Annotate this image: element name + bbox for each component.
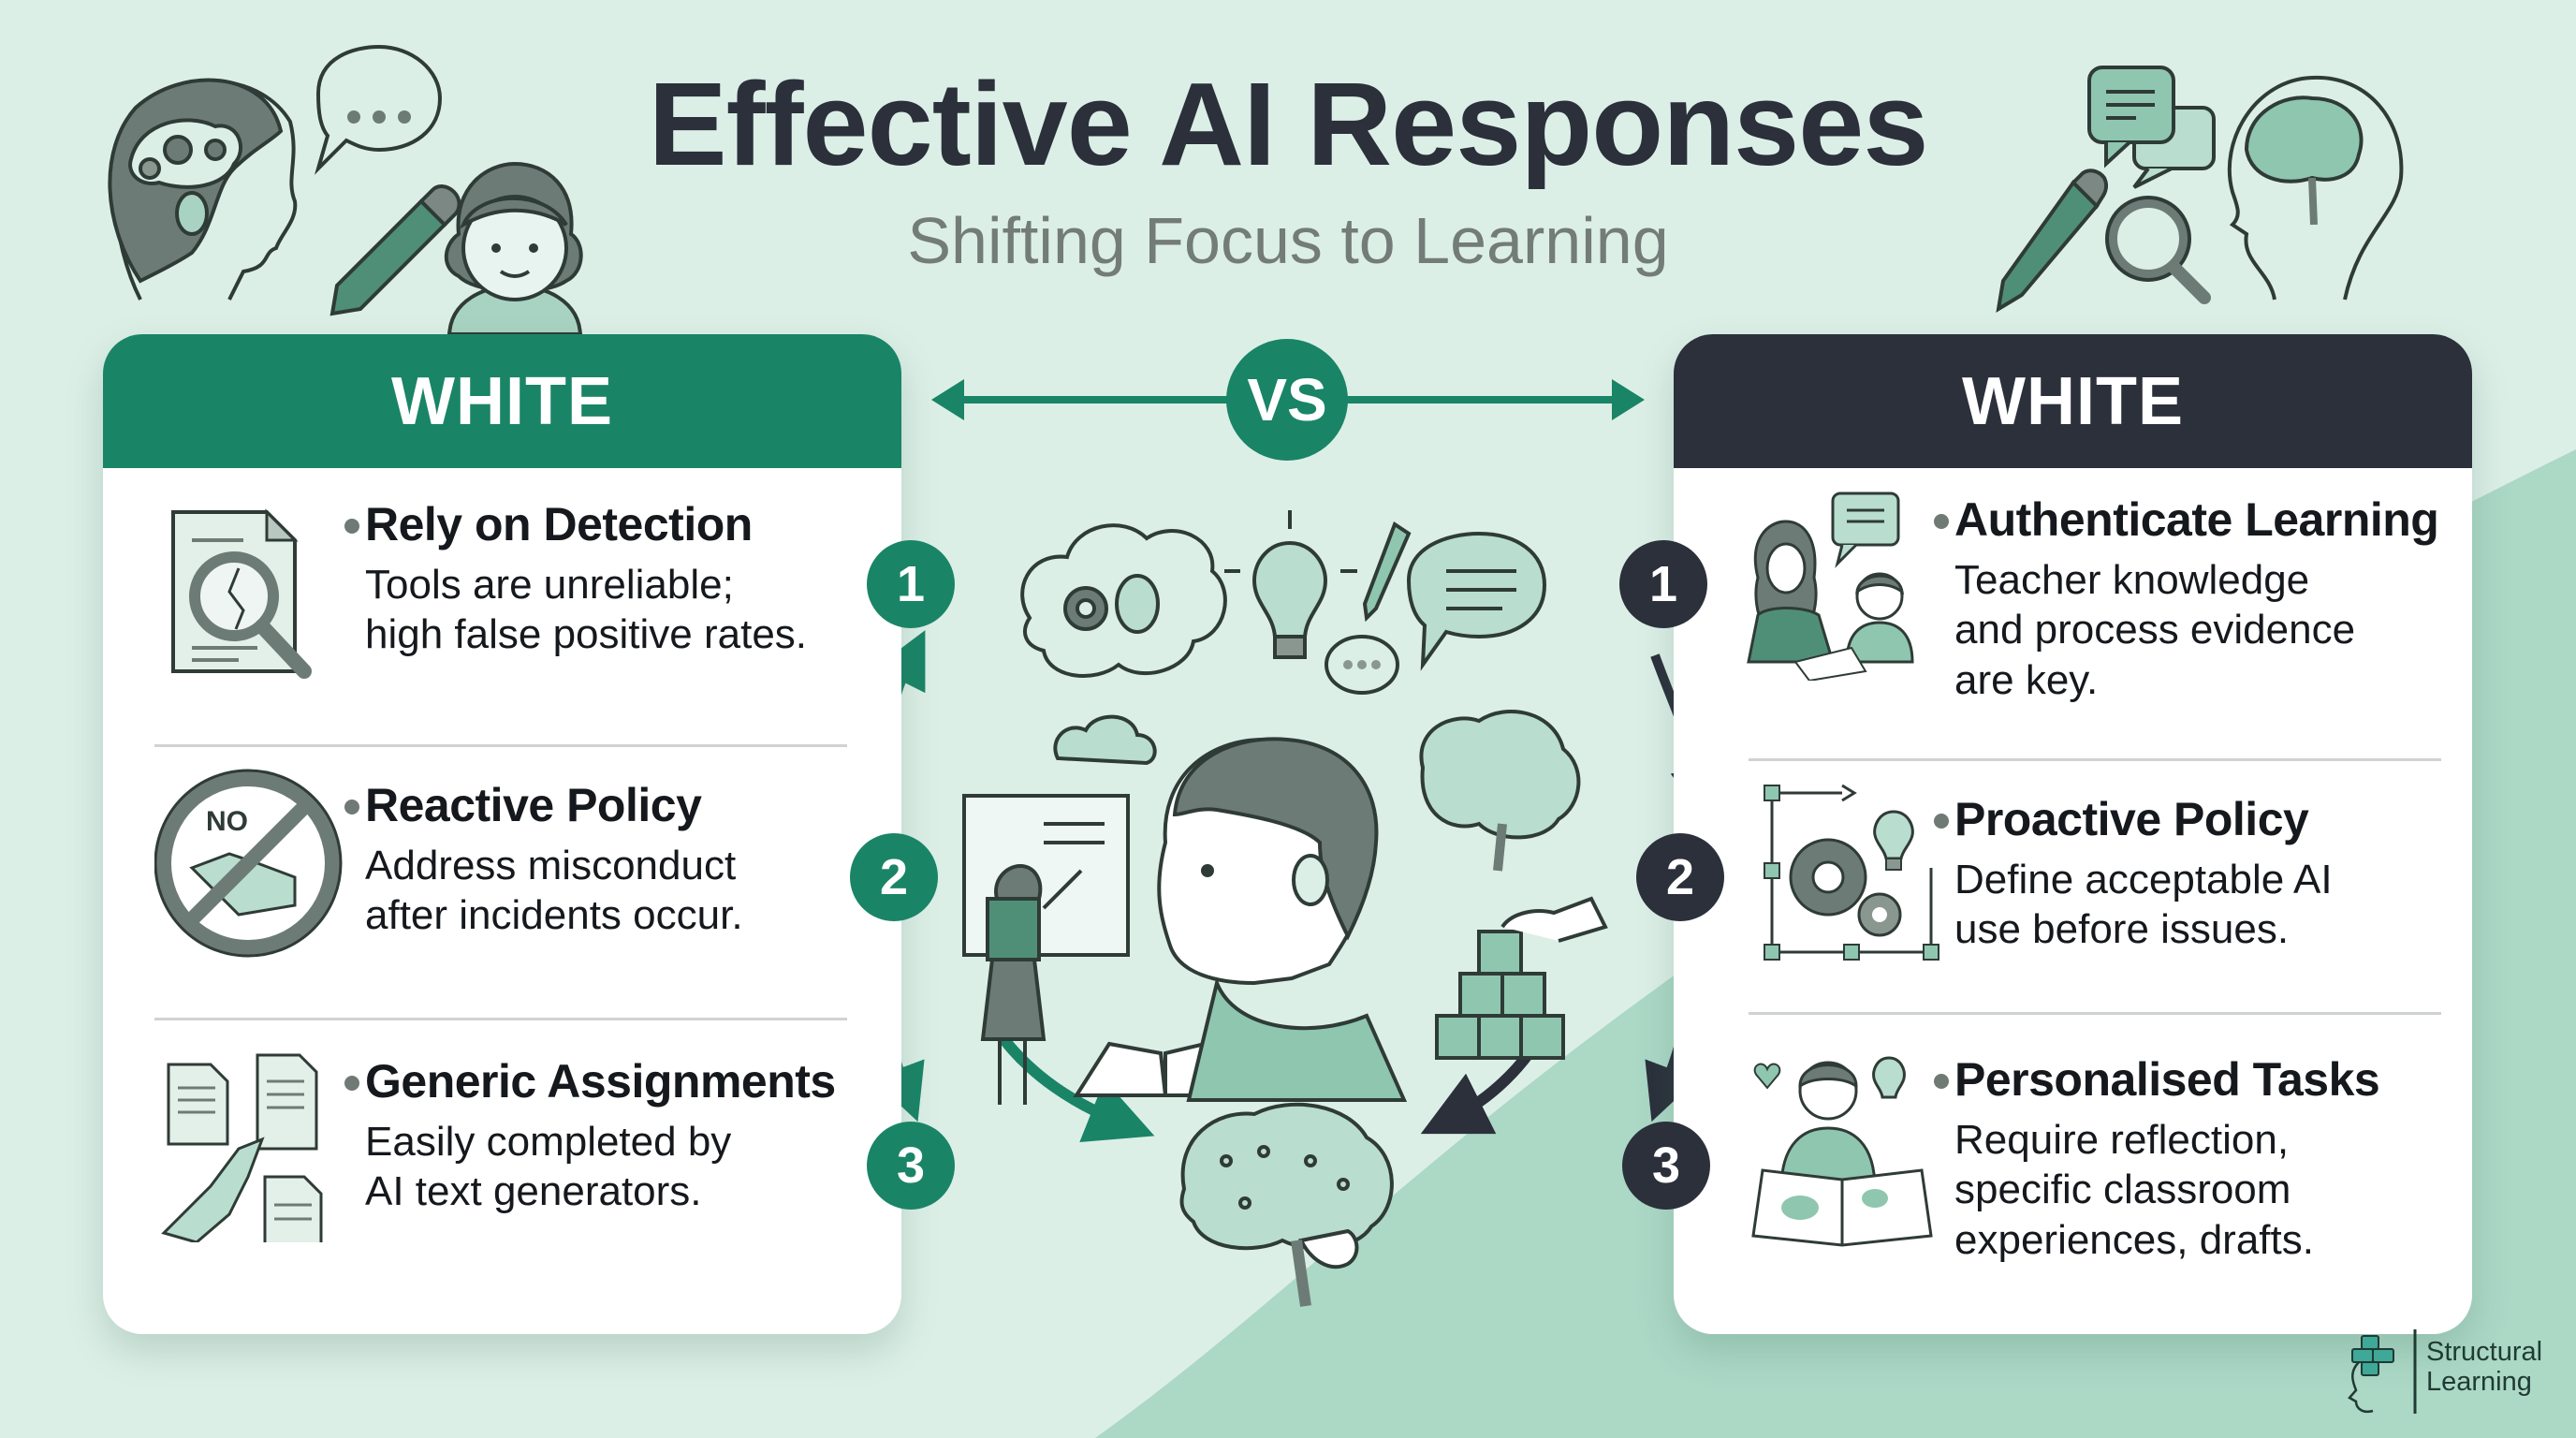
bullet-dot	[344, 519, 359, 534]
item-body-line: Define acceptable AI	[1954, 856, 2333, 902]
right-item-3-text: Personalised Tasks Require reflection, s…	[1934, 1053, 2444, 1266]
item-title: Personalised Tasks	[1954, 1053, 2380, 1106]
document-magnifier-icon	[171, 508, 312, 679]
robot-hand-documents-icon	[161, 1053, 323, 1242]
svg-text:NO: NO	[206, 806, 248, 837]
item-body-line: Teacher knowledge	[1954, 556, 2310, 603]
structural-learning-logo-icon	[2348, 1329, 2417, 1414]
right-item-1-text: Authenticate Learning Teacher knowledge …	[1934, 493, 2444, 706]
left-item-1-text: Rely on Detection Tools are unreliable; …	[344, 498, 873, 660]
item-title: Generic Assignments	[365, 1055, 836, 1108]
item-body-line: after incidents occur.	[365, 892, 743, 939]
page-title: Effective AI Responses	[648, 58, 1929, 190]
no-handshake-icon: NO	[154, 769, 343, 958]
left-step-2-badge: 2	[850, 833, 938, 921]
row-divider	[1749, 758, 2441, 761]
student-drawing-book-icon	[1751, 1056, 1933, 1247]
right-comparison-card: WHITE Authenticate Learning Teacher know…	[1674, 334, 2472, 1334]
left-step-3-badge: 3	[867, 1122, 955, 1210]
item-body: Tools are unreliable; high false positiv…	[365, 560, 873, 660]
right-step-3-badge: 3	[1622, 1122, 1710, 1210]
logo-text: Structural Learning	[2426, 1337, 2542, 1398]
row-divider	[154, 744, 847, 747]
row-divider	[154, 1018, 847, 1020]
row-divider	[1749, 1012, 2441, 1015]
bullet-dot	[1934, 514, 1949, 529]
right-item-2-text: Proactive Policy Define acceptable AI us…	[1934, 793, 2444, 955]
bullet-dot	[344, 800, 359, 814]
item-body-line: are key.	[1954, 656, 2099, 703]
logo-line-2: Learning	[2426, 1367, 2532, 1398]
item-body: Define acceptable AI use before issues.	[1954, 855, 2444, 955]
vs-badge: VS	[1226, 339, 1348, 461]
left-item-2-text: Reactive Policy Address misconduct after…	[344, 779, 873, 941]
item-body-line: Easily completed by	[365, 1118, 732, 1165]
item-title: Authenticate Learning	[1954, 493, 2439, 546]
item-body: Require reflection, specific classroom e…	[1954, 1115, 2444, 1266]
item-body-line: use before issues.	[1954, 906, 2290, 953]
right-step-2-badge: 2	[1636, 833, 1724, 921]
item-body-line: Tools are unreliable;	[365, 561, 734, 608]
page-subtitle: Shifting Focus to Learning	[907, 204, 1669, 277]
item-title: Reactive Policy	[365, 779, 702, 831]
item-body-line: AI text generators.	[365, 1168, 702, 1215]
logo-line-1: Structural	[2426, 1337, 2543, 1367]
item-title: Proactive Policy	[1954, 793, 2309, 845]
item-body-line: Address misconduct	[365, 842, 737, 888]
item-body-line: and process evidence	[1954, 607, 2356, 653]
left-item-3-text: Generic Assignments Easily completed by …	[344, 1055, 873, 1217]
item-title: Rely on Detection	[365, 498, 753, 550]
item-body-line: specific classroom	[1954, 1167, 2291, 1213]
bullet-dot	[1934, 1074, 1949, 1089]
item-body-line: experiences, drafts.	[1954, 1216, 2314, 1263]
bullet-dot	[344, 1076, 359, 1091]
right-card-header: WHITE	[1674, 334, 2472, 468]
gears-lightbulb-framework-icon	[1764, 784, 1939, 961]
item-body: Address misconduct after incidents occur…	[365, 841, 873, 941]
item-body: Teacher knowledge and process evidence a…	[1954, 555, 2444, 706]
left-comparison-card: WHITE Rely on Detection Tools are unreli…	[103, 334, 901, 1334]
teacher-student-conversation-icon	[1747, 492, 1914, 681]
item-body-line: Require reflection,	[1954, 1116, 2290, 1163]
right-step-1-badge: 1	[1619, 540, 1707, 628]
left-step-1-badge: 1	[867, 540, 955, 628]
item-body-line: high false positive rates.	[365, 611, 808, 658]
bullet-dot	[1934, 814, 1949, 829]
left-card-header: WHITE	[103, 334, 901, 468]
item-body: Easily completed by AI text generators.	[365, 1117, 873, 1217]
